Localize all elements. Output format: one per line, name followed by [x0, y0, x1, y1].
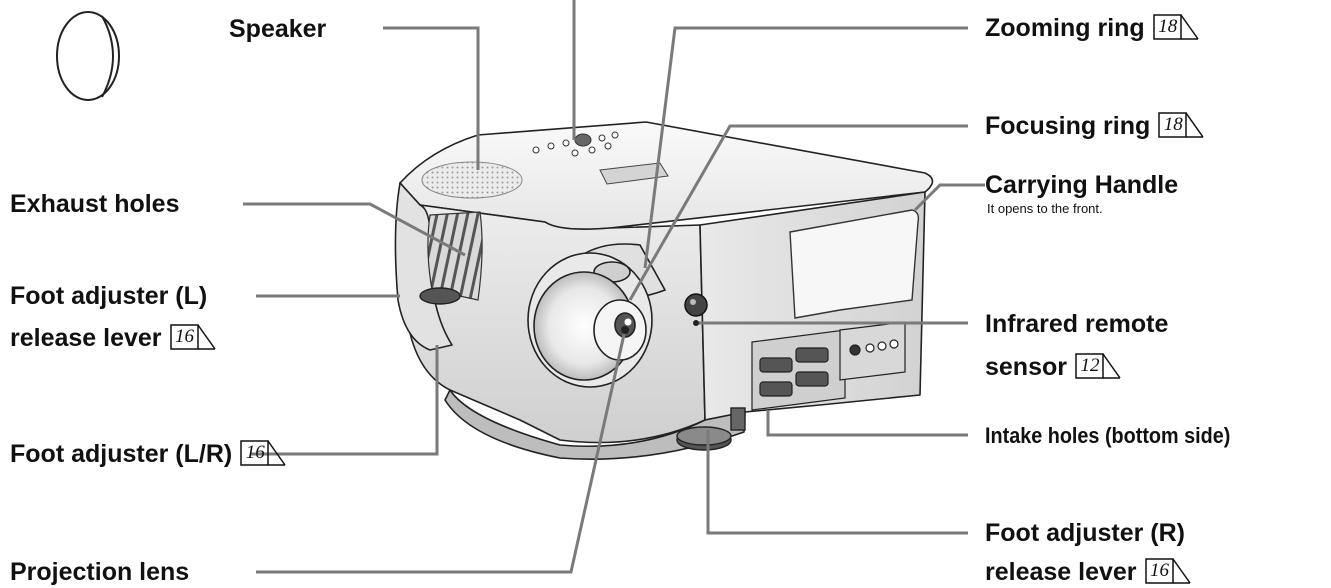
label-foot-adjuster-l-line1: Foot adjuster (L)	[10, 282, 208, 310]
carrying-handle	[789, 209, 920, 319]
leader-zooming-ring	[643, 26, 968, 269]
label-carrying-handle-note: It opens to the front.	[987, 201, 1103, 216]
speaker-grille	[421, 161, 523, 199]
leader-speaker	[383, 26, 480, 170]
label-infrared-line1: Infrared remote	[985, 310, 1169, 338]
label-foot-adjuster-r-line1: Foot adjuster (R)	[985, 519, 1185, 547]
feet	[419, 287, 746, 451]
page-ref-foot-adjuster-r: 16	[1144, 558, 1191, 584]
foot-r-release-lever	[730, 407, 746, 431]
page-ref-foot-adjuster-l: 16	[169, 324, 216, 350]
leader-lines	[243, 0, 985, 574]
label-exhaust-holes: Exhaust holes	[10, 190, 180, 218]
leader-foot-r-lever	[706, 430, 968, 535]
leader-exhaust-holes	[243, 202, 466, 257]
label-projection-lens: Projection lens	[10, 558, 190, 586]
connector-panel	[751, 321, 906, 411]
lens-cap	[56, 11, 120, 101]
label-intake-holes: Intake holes (bottom side)	[985, 423, 1231, 448]
page-ref-foot-adjuster-lr: 16	[240, 440, 286, 466]
exhaust-grille	[427, 211, 483, 301]
foot-left	[419, 287, 461, 305]
page-ref-focusing-ring: 18	[1158, 112, 1204, 138]
page-ref-zooming-ring: 18	[1152, 14, 1199, 40]
infrared-sensor	[684, 293, 708, 317]
leader-foot-lr	[250, 345, 439, 456]
label-foot-adjuster-lr: Foot adjuster (L/R)16	[10, 439, 286, 469]
page-ref-infrared: 12	[1075, 353, 1121, 379]
leader-projection-lens	[256, 329, 627, 574]
control-buttons	[532, 131, 619, 157]
leader-intake-holes	[766, 410, 968, 437]
label-carrying-handle: Carrying Handle	[985, 171, 1179, 199]
label-speaker: Speaker	[229, 15, 327, 43]
leader-focusing-ring	[628, 124, 968, 301]
leader-carrying-handle	[913, 183, 985, 212]
